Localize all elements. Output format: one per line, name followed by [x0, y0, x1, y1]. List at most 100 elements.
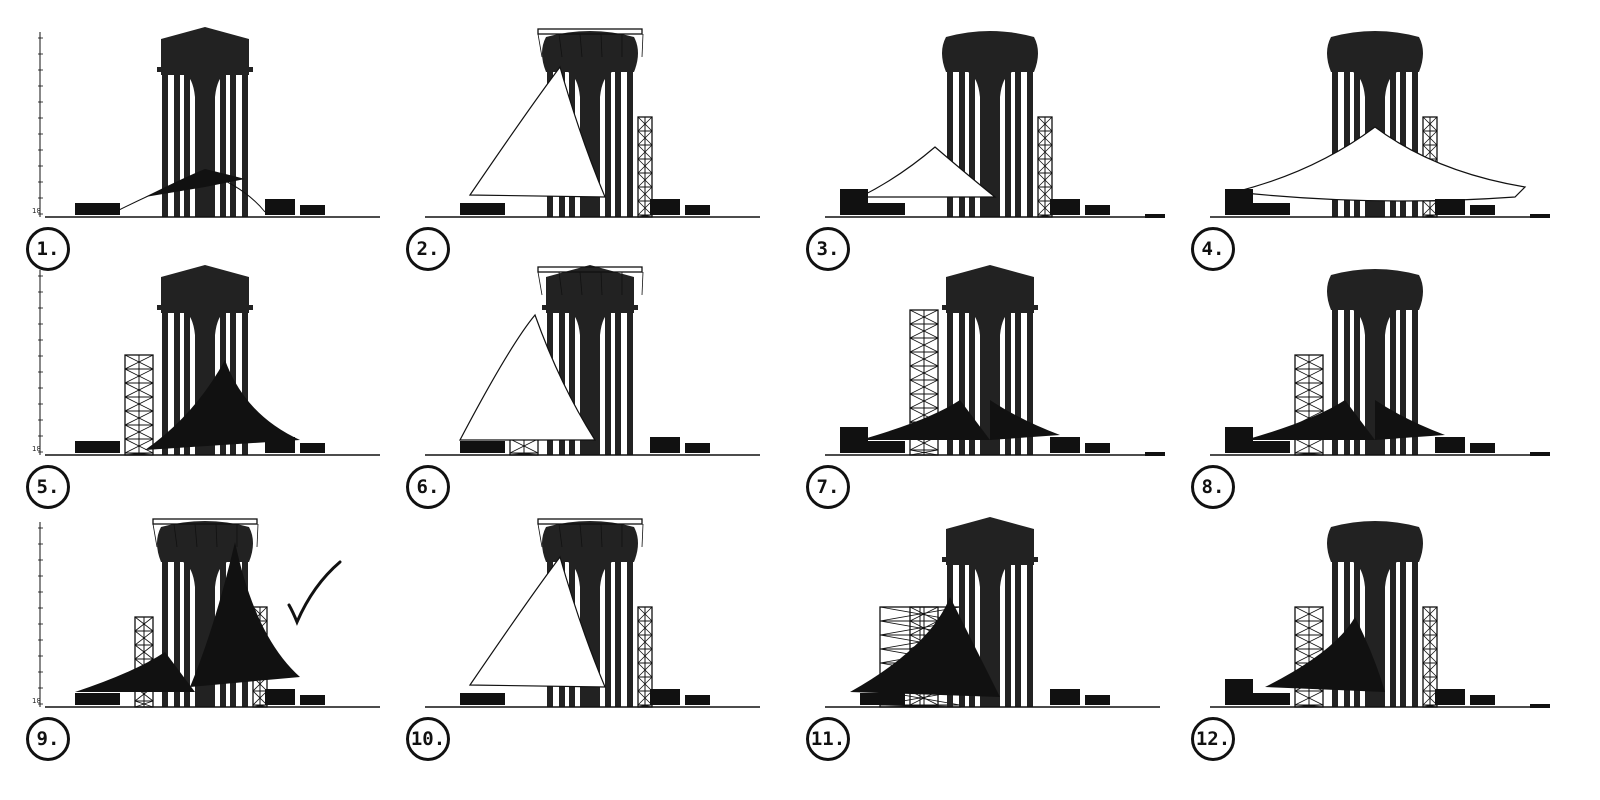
ruler-label: 18: [32, 697, 41, 705]
container: [1050, 689, 1080, 705]
tower-column: [568, 310, 612, 455]
sketch-drawing: [825, 265, 1165, 456]
sketch-4: 4.: [1185, 30, 1565, 285]
sketch-drawing: [38, 518, 380, 708]
stage-box: [840, 427, 868, 453]
truck: [460, 441, 505, 453]
container: [685, 205, 710, 215]
tent-canopy: [1245, 400, 1445, 440]
tank-roof: [161, 265, 249, 277]
stage-box: [1225, 189, 1253, 215]
truck: [1245, 203, 1290, 215]
sketch-10: 10.: [400, 518, 780, 775]
container: [1470, 695, 1495, 705]
tower-column: [568, 72, 612, 217]
container: [1050, 437, 1080, 453]
sketch-number-badge: 10.: [406, 717, 450, 761]
tower-column: [183, 562, 227, 707]
stage-box: [1225, 427, 1253, 453]
sketch-group: [425, 28, 760, 218]
container: [1470, 205, 1495, 215]
sketch-drawing: [1210, 31, 1550, 218]
sketch-number-badge: 6.: [406, 465, 450, 509]
truck: [1245, 441, 1290, 453]
tower-column: [968, 310, 1012, 455]
sketch-number-badge: 8.: [1191, 465, 1235, 509]
truck: [860, 441, 905, 453]
container: [650, 437, 680, 453]
sketch-group: [1210, 521, 1550, 708]
tent-canopy: [860, 400, 1060, 440]
sketch-11: 11.: [800, 517, 1180, 775]
container: [1085, 205, 1110, 215]
tower-column: [968, 72, 1012, 217]
truck: [460, 203, 505, 215]
stage-box: [840, 189, 868, 215]
water-tank: [1327, 521, 1423, 562]
container: [1050, 199, 1080, 215]
sketch-2: 2.: [400, 28, 780, 285]
water-tank: [542, 31, 638, 72]
sketch-drawing: [825, 517, 1160, 708]
tent-canopy: [75, 542, 300, 692]
sketch-group: [425, 518, 760, 708]
sketch-group: [825, 265, 1165, 456]
container: [300, 205, 325, 215]
sketch-group: [38, 27, 380, 218]
sketch-drawing: [425, 518, 760, 708]
sketch-drawing: [38, 27, 380, 218]
sketch-drawing: [1210, 521, 1550, 708]
sketch-drawing: [425, 265, 760, 456]
checkmark-stroke: [287, 560, 342, 626]
roof-frame: [152, 518, 258, 525]
sketch-6: 6.: [400, 265, 780, 523]
sketch-group: [425, 265, 760, 456]
tent-canopy: [145, 169, 245, 197]
sketch-number-badge: 3.: [806, 227, 850, 271]
water-tank: [542, 521, 638, 562]
container: [650, 689, 680, 705]
sketch-number-badge: 1.: [26, 227, 70, 271]
stage-box: [1225, 679, 1253, 705]
sketch-group: [1210, 31, 1550, 218]
tower-column: [968, 562, 1012, 707]
sketch-group: [825, 31, 1165, 218]
tent-canopy: [468, 555, 606, 688]
container: [685, 695, 710, 705]
sketch-number-badge: 7.: [806, 465, 850, 509]
container: [1085, 695, 1110, 705]
tent-canopy: [850, 597, 1000, 697]
container: [685, 443, 710, 453]
tank-roof: [946, 517, 1034, 529]
tent-canopy: [459, 313, 597, 441]
tent-canopy: [1265, 617, 1385, 692]
sketch-group: [825, 517, 1160, 708]
sketch-3: 3.: [800, 30, 1180, 285]
container: [1435, 437, 1465, 453]
container: [265, 199, 295, 215]
container: [300, 443, 325, 453]
sketch-number-badge: 11.: [806, 717, 850, 761]
sketch-number-badge: 4.: [1191, 227, 1235, 271]
truck: [860, 693, 905, 705]
sketch-group: [38, 265, 380, 456]
ruler-label: 18: [32, 445, 41, 453]
truck: [1245, 693, 1290, 705]
tank-roof: [946, 265, 1034, 277]
truck: [860, 203, 905, 215]
container: [1085, 443, 1110, 453]
truck: [75, 203, 120, 215]
sketch-number-badge: 2.: [406, 227, 450, 271]
sketch-number-badge: 12.: [1191, 717, 1235, 761]
tower-column: [1353, 310, 1397, 455]
tent-canopy: [859, 146, 997, 198]
water-tank: [1327, 269, 1423, 310]
roof-frame: [537, 28, 643, 35]
container: [1435, 689, 1465, 705]
sketch-drawing: [425, 28, 760, 218]
tower-column: [183, 310, 227, 455]
sketch-8: 8.: [1185, 268, 1565, 523]
container: [1470, 443, 1495, 453]
